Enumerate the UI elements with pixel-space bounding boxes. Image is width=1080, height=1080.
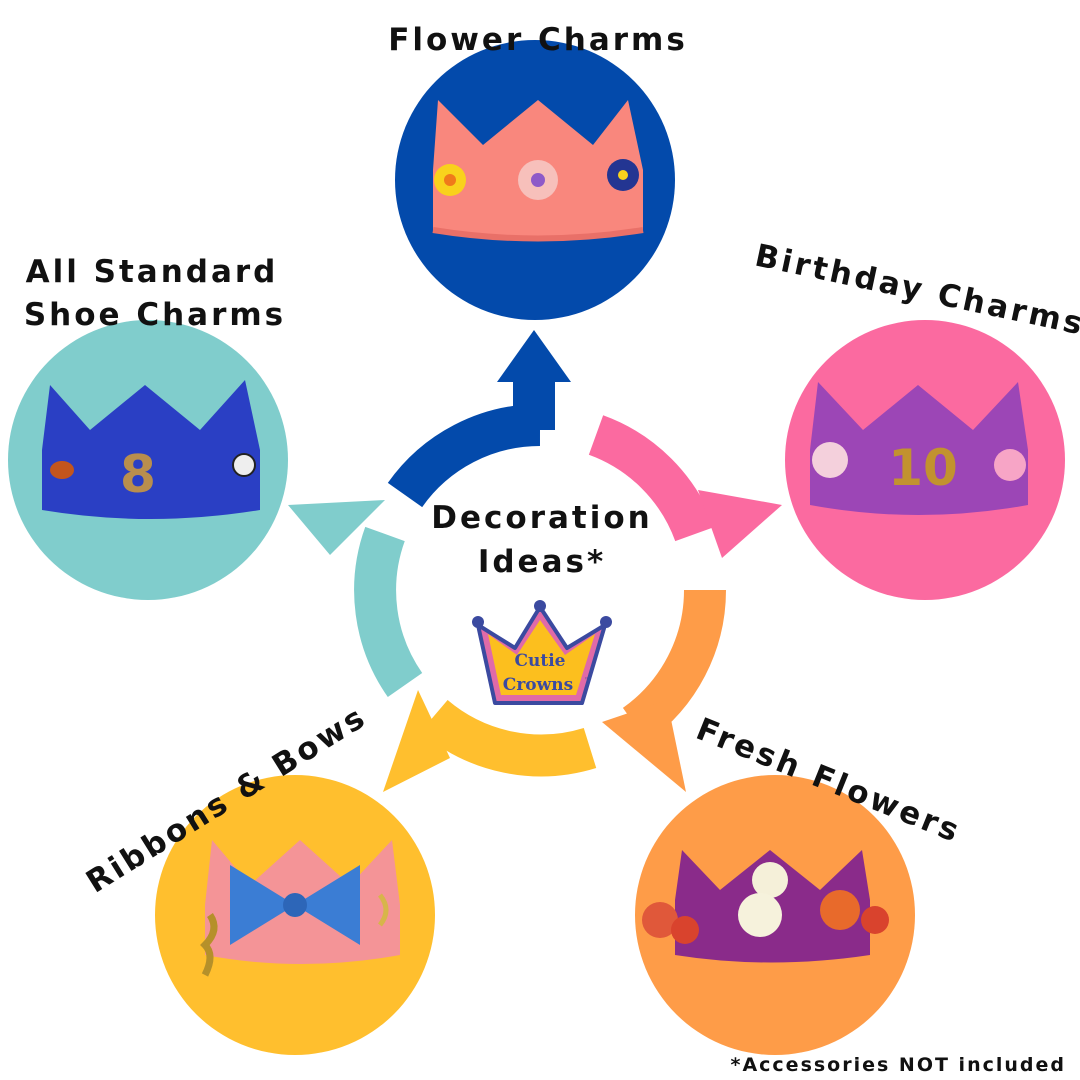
logo-text-crowns: Crowns — [503, 675, 573, 695]
orange-arrow — [602, 589, 727, 792]
pink-crown-image — [432, 100, 644, 242]
pink-arrow — [588, 415, 782, 558]
option-birthday-charms: 10 Birthday Charms — [752, 238, 1080, 600]
blue-crown-image: 8 — [42, 380, 260, 519]
option-flower-charms: Flower Charms — [388, 22, 688, 320]
label-shoe-charms-line1: All Standard — [26, 254, 279, 290]
center-title-line1: Decoration — [431, 500, 652, 536]
purple-crown-image: 10 — [810, 382, 1028, 515]
yellow-arrow — [383, 690, 597, 792]
option-fresh-flowers: Fresh Flowers — [635, 711, 966, 1055]
number-charm: 8 — [120, 445, 156, 505]
option-ribbons-bows: Ribbons & Bows — [80, 699, 435, 1055]
purple-crown-with-flowers-image — [642, 850, 889, 963]
label-flower-charms: Flower Charms — [388, 22, 688, 58]
label-shoe-charms-line2: Shoe Charms — [24, 297, 286, 333]
footnote: *Accessories NOT included — [730, 1054, 1066, 1076]
cutie-crowns-logo: Cutie Crowns ™ — [472, 600, 612, 705]
pink-crown-with-bow-image — [200, 840, 400, 977]
center-title-line2: Ideas* — [478, 544, 606, 580]
blue-arrow — [387, 330, 571, 508]
teal-arrow — [288, 500, 423, 698]
option-shoe-charms: 8 All Standard Shoe Charms — [8, 254, 288, 600]
number-10-charm: 10 — [888, 439, 958, 497]
logo-text-cutie: Cutie — [514, 651, 565, 671]
trademark: ™ — [584, 677, 590, 684]
